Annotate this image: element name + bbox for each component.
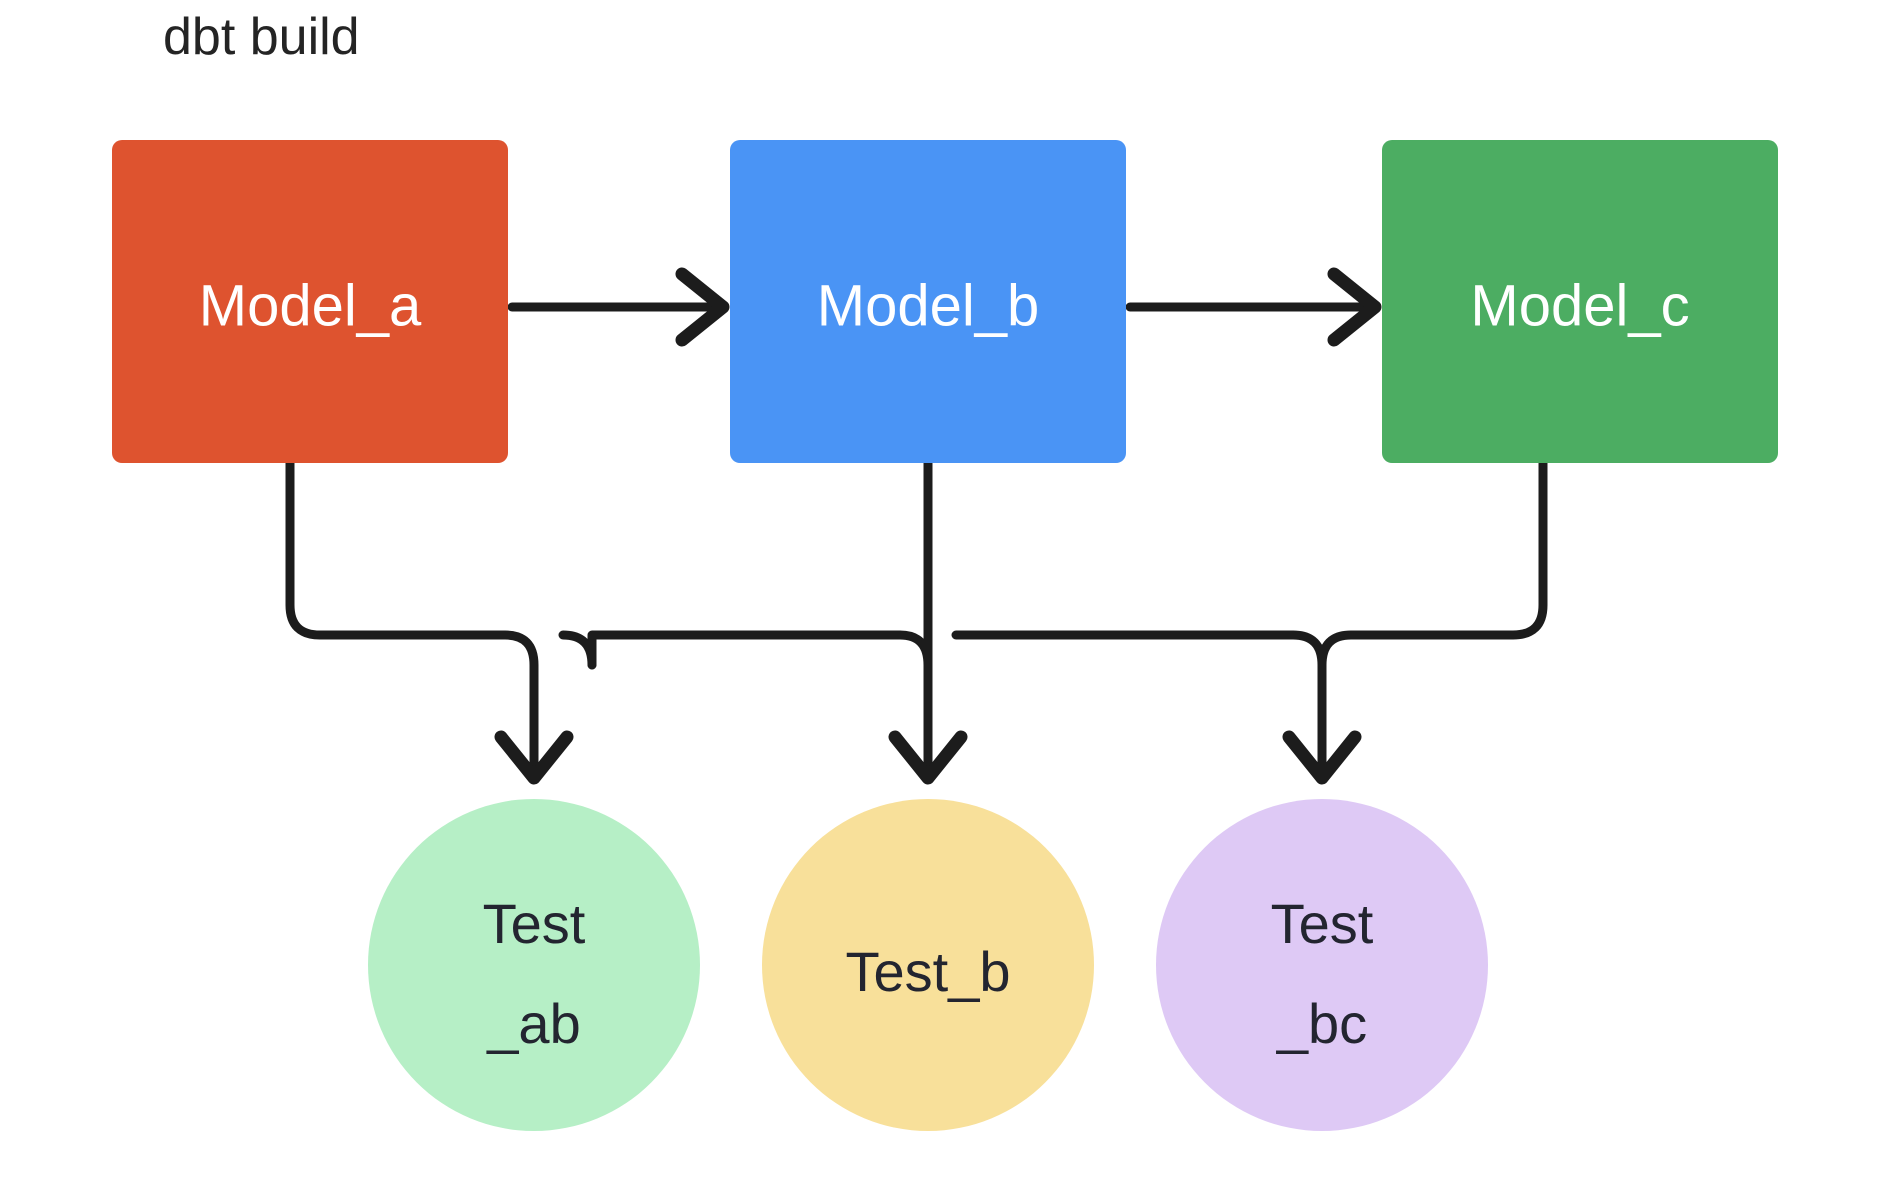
edge-model-b-to-test-b xyxy=(888,458,968,785)
edge-layer xyxy=(285,267,1548,785)
node-test-bc[interactable]: Test _bc xyxy=(1156,799,1488,1131)
node-model-b[interactable]: Model_b xyxy=(730,140,1126,463)
model-node-layer: Model_a Model_b Model_c xyxy=(112,140,1778,463)
edge-model-a-to-model-b xyxy=(507,267,730,347)
node-test-ab[interactable]: Test _ab xyxy=(368,799,700,1131)
edge-model-b-to-model-c xyxy=(1125,267,1382,347)
test-ab-label-line1: Test xyxy=(483,892,586,955)
model-a-box[interactable] xyxy=(112,140,508,463)
test-bc-circle[interactable] xyxy=(1156,799,1488,1131)
test-ab-circle[interactable] xyxy=(368,799,700,1131)
edge-model-a-to-test-ab xyxy=(285,458,574,785)
edge-model-b-to-test-bc xyxy=(951,630,1362,785)
model-b-label: Model_b xyxy=(817,273,1039,338)
node-model-c[interactable]: Model_c xyxy=(1382,140,1778,463)
test-bc-label-line2: _bc xyxy=(1276,992,1367,1055)
test-bc-label-line1: Test xyxy=(1271,892,1374,955)
edge-model-b-to-test-ab xyxy=(558,630,933,670)
model-b-box[interactable] xyxy=(730,140,1126,463)
test-node-layer: Test _ab Test_b Test _bc xyxy=(368,799,1488,1131)
edge-model-c-to-test-bc xyxy=(1317,458,1548,670)
model-c-label: Model_c xyxy=(1470,273,1689,338)
model-a-label: Model_a xyxy=(199,273,422,338)
node-model-a[interactable]: Model_a xyxy=(112,140,508,463)
test-b-label-line1: Test_b xyxy=(846,940,1011,1003)
test-b-circle[interactable] xyxy=(762,799,1094,1131)
model-c-box[interactable] xyxy=(1382,140,1778,463)
test-ab-label-line2: _ab xyxy=(486,992,580,1055)
node-test-b[interactable]: Test_b xyxy=(762,799,1094,1131)
page-title: dbt build xyxy=(163,8,360,66)
